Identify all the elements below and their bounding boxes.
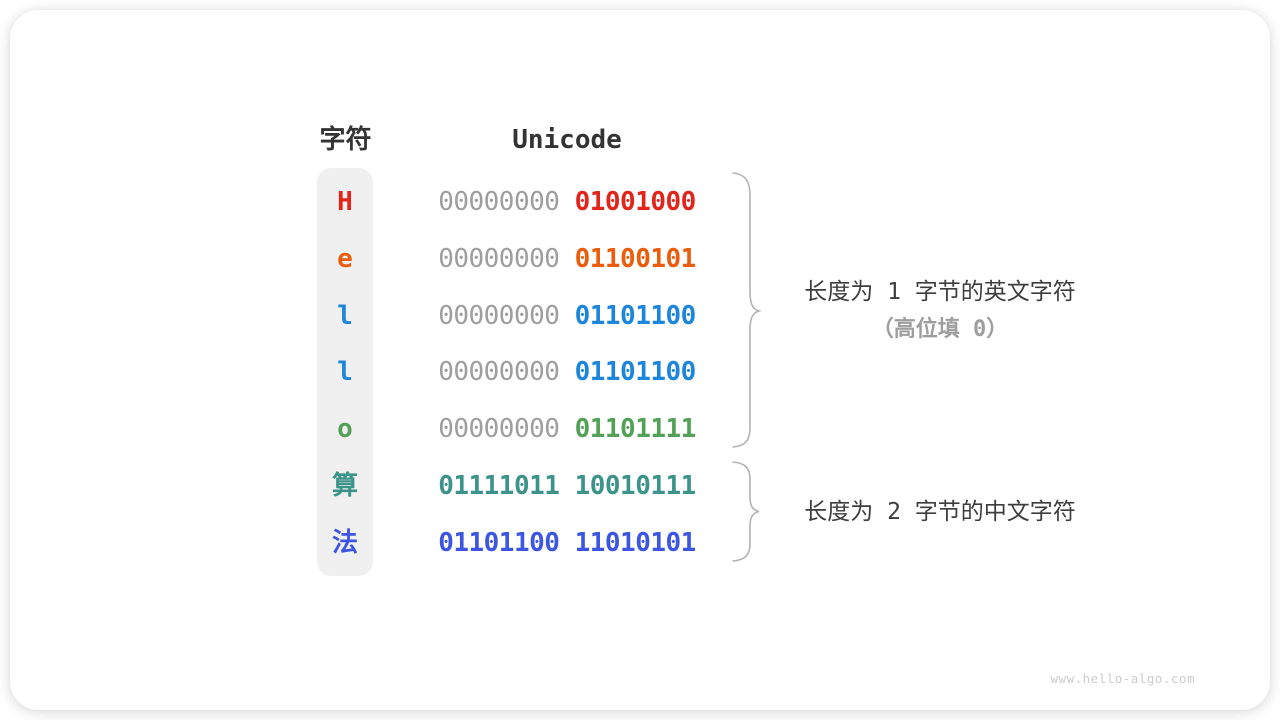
character-column-background bbox=[317, 168, 373, 576]
low-byte: 01001000 bbox=[574, 187, 697, 217]
unicode-binary: 00000000 01101111 bbox=[437, 409, 697, 449]
character-cell: l bbox=[337, 357, 353, 387]
low-byte: 01101100 bbox=[574, 357, 697, 387]
high-byte: 01101100 bbox=[438, 528, 560, 558]
table-row: 算 01111011 10010111 bbox=[10, 466, 1280, 506]
table-row: 法 01101100 11010101 bbox=[10, 523, 1280, 563]
table-row: l 00000000 01101100 bbox=[10, 352, 1280, 392]
low-byte: 01101111 bbox=[574, 414, 697, 444]
low-byte: 01101100 bbox=[574, 301, 697, 331]
character-cell: e bbox=[337, 244, 353, 274]
low-byte: 01100101 bbox=[574, 244, 697, 274]
character-cell: 法 bbox=[331, 528, 358, 558]
high-byte: 00000000 bbox=[438, 301, 560, 331]
high-byte: 01111011 bbox=[438, 471, 560, 501]
annotation-english-line1: 长度为 1 字节的英文字符 bbox=[804, 279, 1076, 305]
unicode-binary: 01111011 10010111 bbox=[437, 466, 697, 506]
diagram-card: 字符 Unicode H 00000000 01001000 e 0000000… bbox=[10, 10, 1270, 710]
low-byte: 10010111 bbox=[574, 471, 697, 501]
table-row: e 00000000 01100101 bbox=[10, 239, 1280, 279]
column-header-character: 字符 bbox=[319, 125, 372, 155]
high-byte: 00000000 bbox=[438, 357, 560, 387]
annotation-chinese-line1: 长度为 2 字节的中文字符 bbox=[804, 499, 1076, 525]
character-cell: 算 bbox=[331, 471, 358, 501]
unicode-binary: 00000000 01101100 bbox=[437, 296, 697, 336]
unicode-binary: 00000000 01001000 bbox=[437, 182, 697, 222]
high-byte: 00000000 bbox=[438, 244, 560, 274]
annotation-english-line2: （高位填 0） bbox=[871, 317, 1009, 342]
table-row: o 00000000 01101111 bbox=[10, 409, 1280, 449]
table-row: H 00000000 01001000 bbox=[10, 182, 1280, 222]
watermark: www.hello-algo.com bbox=[1050, 671, 1195, 686]
high-byte: 00000000 bbox=[438, 187, 560, 217]
character-cell: H bbox=[337, 187, 353, 217]
annotation-english-chars: 长度为 1 字节的英文字符 （高位填 0） bbox=[765, 276, 1115, 346]
unicode-binary: 00000000 01101100 bbox=[437, 352, 697, 392]
annotation-chinese-chars: 长度为 2 字节的中文字符 bbox=[765, 496, 1115, 528]
unicode-binary: 01101100 11010101 bbox=[437, 523, 697, 563]
table-row: l 00000000 01101100 bbox=[10, 296, 1280, 336]
unicode-binary: 00000000 01100101 bbox=[437, 239, 697, 279]
high-byte: 00000000 bbox=[438, 414, 560, 444]
character-cell: o bbox=[337, 414, 353, 444]
column-header-unicode: Unicode bbox=[512, 125, 622, 155]
low-byte: 11010101 bbox=[574, 528, 697, 558]
character-cell: l bbox=[337, 301, 353, 331]
